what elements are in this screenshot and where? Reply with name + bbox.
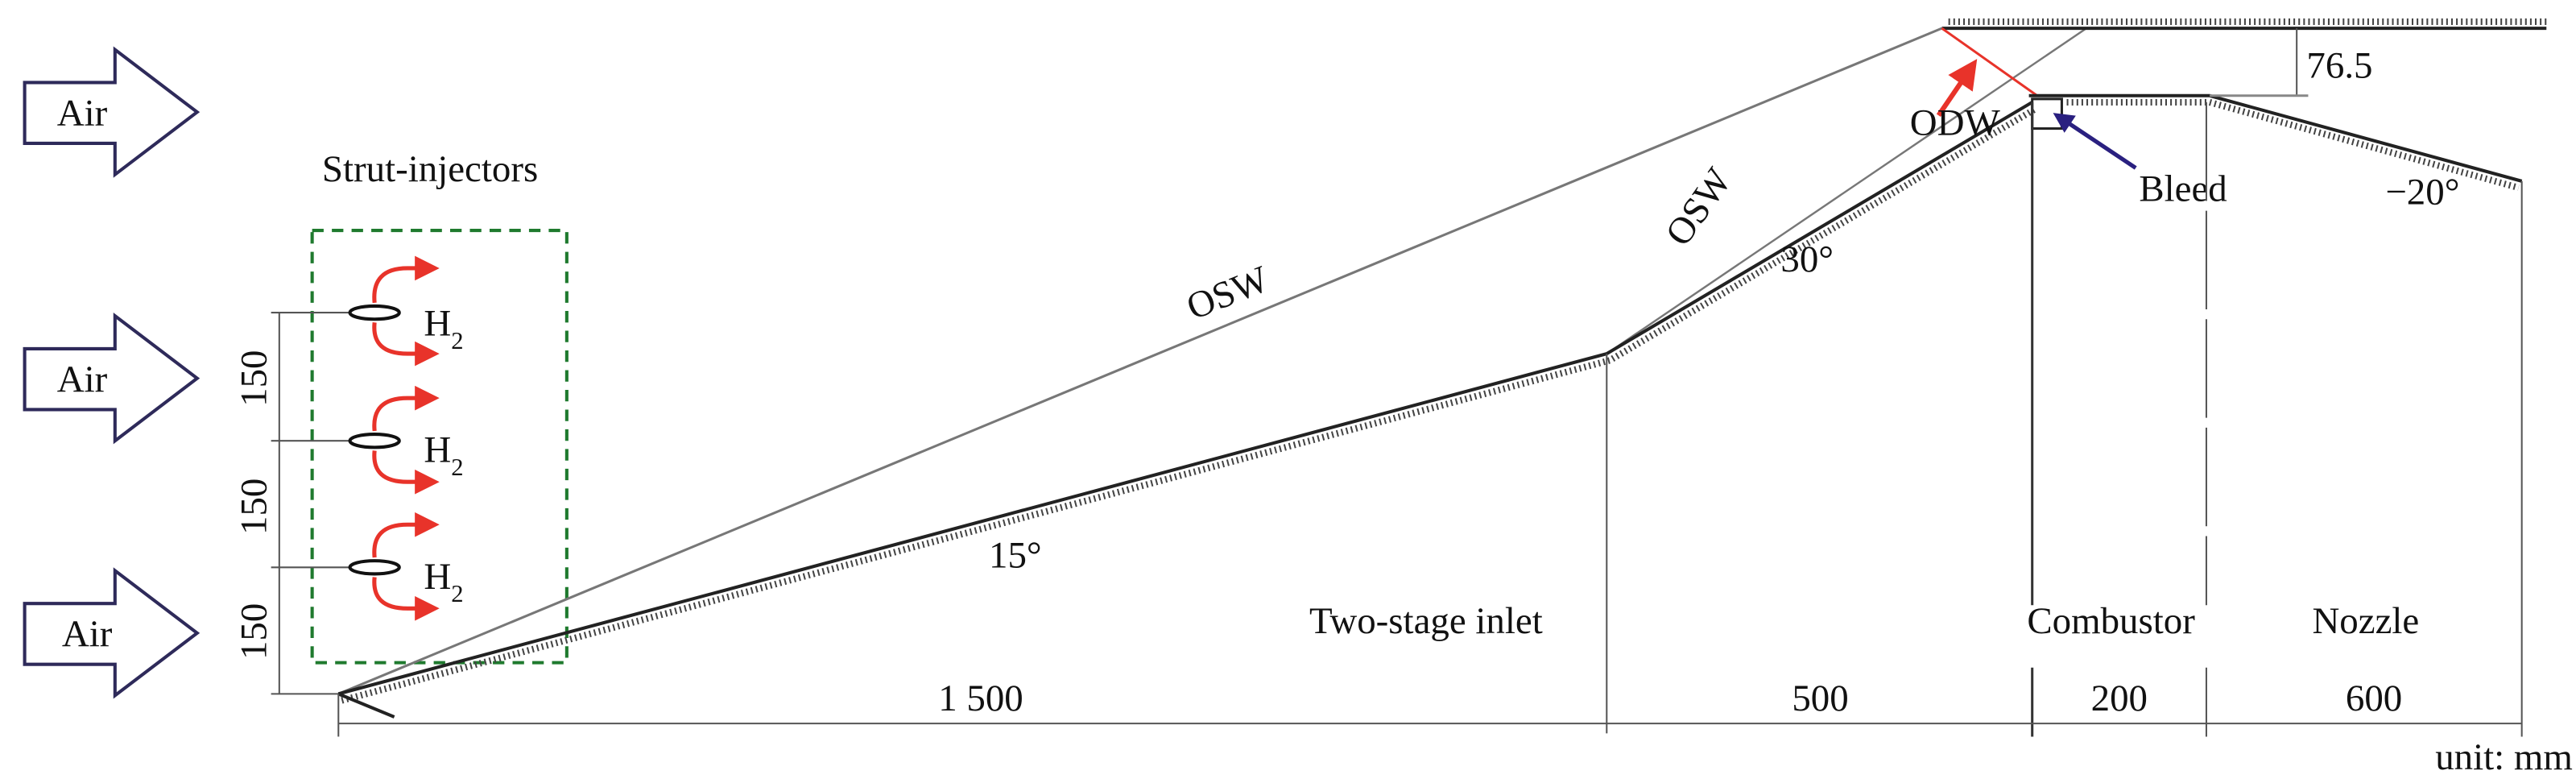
air-arrow-2: Air: [23, 313, 201, 445]
oblique-shock-2: [1606, 27, 2087, 355]
nozzle-angle: −20°: [2385, 171, 2459, 213]
h2-label: H2: [424, 303, 463, 354]
oblique-detonation-wave: [1941, 27, 2038, 97]
height-dimension: 76.5: [2210, 28, 2373, 97]
length-label-second-ramp: 500: [1792, 677, 1848, 719]
h2-arrow-icon: [372, 255, 440, 304]
bleed-label: Bleed: [2139, 168, 2227, 209]
height-dimension-label: 76.5: [2306, 44, 2372, 86]
length-label-first-ramp: 1 500: [938, 677, 1023, 719]
air-arrow-1: Air: [23, 46, 201, 178]
strut-injector-3: H2: [348, 512, 464, 621]
cowl-wall: [1941, 18, 2547, 31]
h2-arrow-icon: [372, 385, 440, 432]
oblique-shock-1: [337, 27, 1943, 695]
strut-injectors-box: [310, 229, 569, 665]
inlet-ramp: [337, 101, 2037, 719]
h2-label: H2: [424, 429, 463, 481]
odw-arrow-icon: [1936, 59, 1978, 117]
h2-arrow-icon: [372, 322, 440, 367]
unit-label: unit: mm: [2435, 736, 2573, 778]
combustor-section-label: Combustor: [2027, 600, 2195, 642]
strut-injector-2: H2: [348, 385, 464, 495]
length-dimension: 1 500 500 200 600: [337, 677, 2522, 737]
strut-injectors-label: Strut-injectors: [322, 148, 538, 190]
osw-label: OSW: [1657, 160, 1740, 254]
strut-icon: [348, 304, 401, 321]
inlet-section-label: Two-stage inlet: [1309, 600, 1543, 642]
length-label-combustor: 200: [2091, 677, 2148, 719]
second-ramp-angle: 30°: [1780, 238, 1834, 280]
strut-dimension: 150 150 150: [234, 312, 354, 695]
bleed-slot: [2031, 97, 2063, 130]
bleed-arrow-icon: [2053, 113, 2137, 170]
air-label: Air: [62, 613, 113, 655]
strut-spacing-label: 150: [234, 350, 275, 406]
odw-label: ODW: [1910, 102, 2001, 144]
strut-spacing-label: 150: [234, 478, 275, 535]
air-arrow-3: Air: [23, 567, 201, 699]
strut-spacing-label: 150: [234, 603, 275, 660]
nozzle-section-label: Nozzle: [2312, 600, 2419, 642]
air-label: Air: [57, 92, 108, 134]
h2-arrow-icon: [372, 450, 440, 495]
strut-injector-1: H2: [348, 255, 464, 367]
first-ramp-angle: 15°: [989, 534, 1042, 576]
osw-label: OSW: [1180, 258, 1275, 329]
strut-icon: [348, 433, 401, 450]
strut-icon: [348, 559, 401, 576]
length-label-nozzle: 600: [2346, 677, 2402, 719]
h2-label: H2: [424, 556, 463, 607]
h2-arrow-icon: [372, 512, 440, 558]
air-label: Air: [57, 358, 108, 400]
h2-arrow-icon: [372, 577, 440, 621]
